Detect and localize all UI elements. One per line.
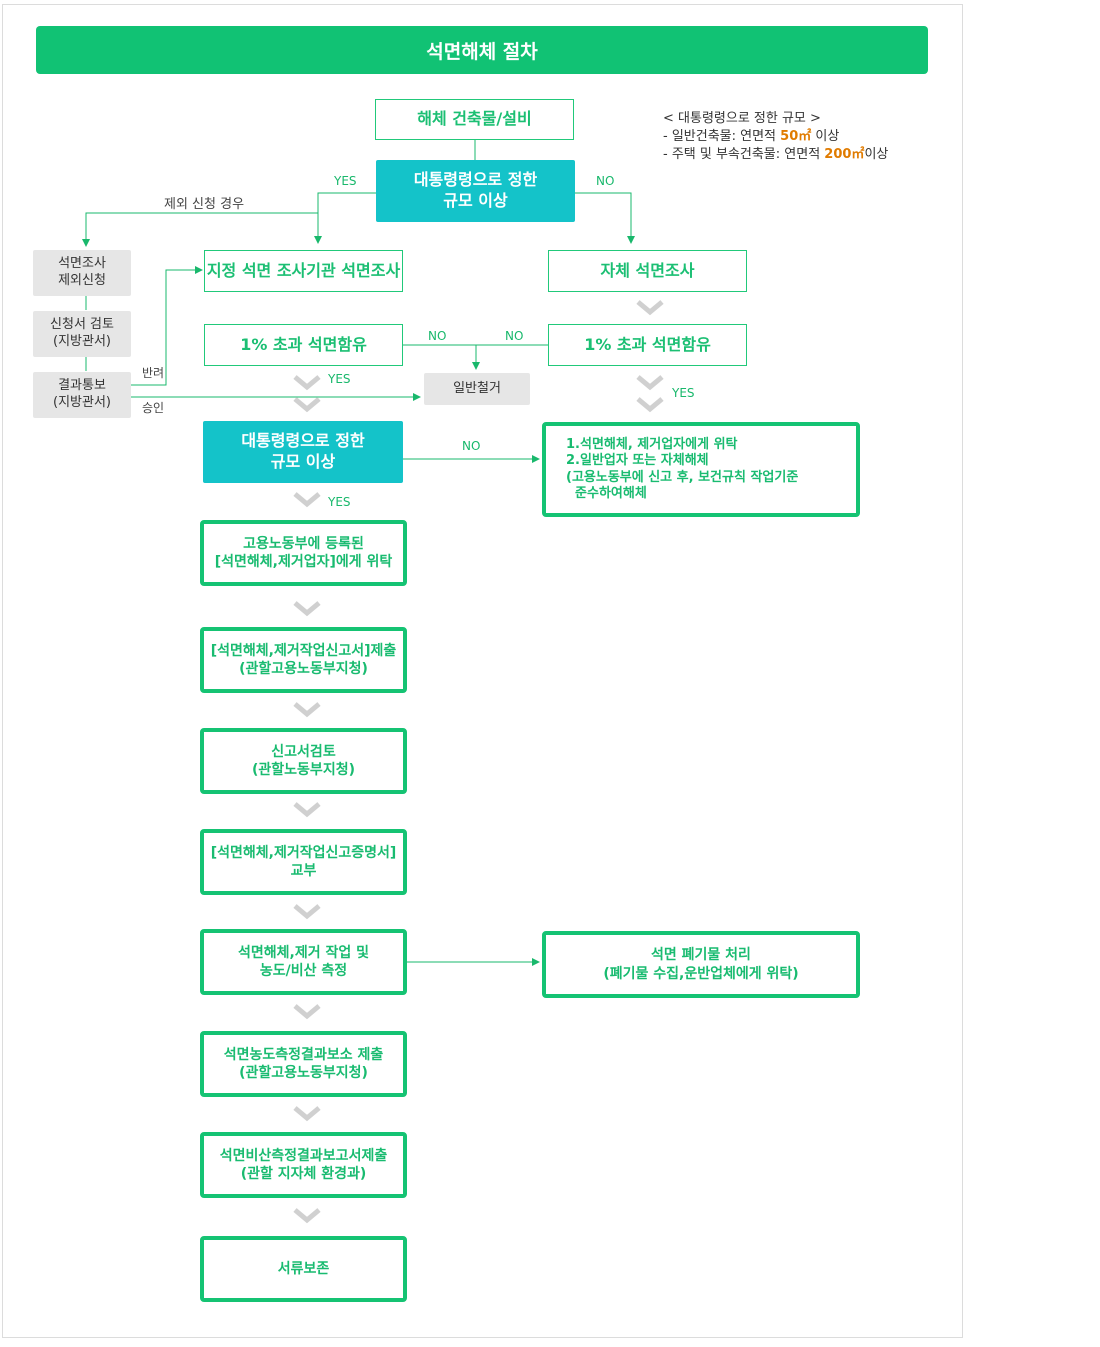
result-notice-line-2: (지방관서) [53,395,111,410]
instruction-line-2: 2.일반업자 또는 자체해체 [566,453,709,469]
note-line1-value: 50㎡ [780,129,812,144]
yes-label: YES [334,174,357,188]
step-register-contractor: 고용노동부에 등록된 [석면해체,제거업자]에게 위탁 [200,520,407,586]
returned-label: 반려 [142,366,165,380]
no-arrow-line [575,192,635,244]
general-demolition-label: 일반철거 [453,380,501,396]
step1-line-1: 고용노동부에 등록된 [243,535,364,552]
step7-line-2: (관할 지자체 환경과) [240,1166,367,1182]
exemption-case-label: 제외 신청 경우 [164,197,245,212]
instruction-line-4: 준수하여해체 [566,485,647,501]
step-removal-work: 석면해체,제거 작업 및 농도/비산 측정 [200,929,407,995]
step-scattering-report: 석면비산측정결과보고서제출 (관할 지자체 환경과) [200,1132,407,1198]
waste-line-2: (폐기물 수집,운반업체에게 위탁) [603,965,799,982]
self-survey-node: 자체 석면조사 [548,250,747,292]
step-issue-certificate: [석면해체,제거작업신고증명서] 교부 [200,829,407,895]
note-line-1: - 일반건축물: 연면적 50㎡ 이상 [663,128,888,146]
start-node: 해체 건축물/설비 [375,99,574,140]
small-scale-instructions: 1.석면해체, 제거업자에게 위탁 2.일반업자 또는 자체해체 (고용노동부에… [542,422,860,517]
note-line2-suffix: 이상 [864,147,889,162]
no-label: NO [462,439,481,453]
step2-line-1: [석면해체,제거작업신고서]제출 [210,642,397,659]
step-review-report: 신고서검토 (관할노동부지청) [200,728,407,794]
step-keep-records: 서류보존 [200,1236,407,1302]
asbestos-over1-right-label: 1% 초과 석면함유 [584,334,711,354]
no-label: NO [505,329,524,343]
diagram-frame [2,4,963,1338]
result-notice-node: 결과통보 (지방관서) [33,372,131,418]
decision-line-2: 규모 이상 [443,191,508,210]
application-review-node: 신청서 검토 (지방관서) [33,311,131,357]
no-label: NO [428,329,447,343]
yes-label: YES [672,386,695,400]
step6-line-2: (관할고용노동부지청) [239,1065,368,1081]
instruction-line-1: 1.석면해체, 제거업자에게 위탁 [566,437,738,452]
waste-line-1: 석면 폐기물 처리 [651,947,751,964]
returned-arrow-line [130,266,203,386]
decision2-line-1: 대통령령으로 정한 [241,431,365,451]
step5-line-2: 농도/비산 측정 [259,963,348,979]
designated-survey-label: 지정 석면 조사기관 석면조사 [206,260,401,280]
note-line-2: - 주택 및 부속건축물: 연면적 200㎡이상 [663,146,888,164]
note-line1-suffix: 이상 [811,129,840,144]
step2-line-2: (관할고용노동부지청) [239,661,368,677]
application-review-line-1: 신청서 검토 [50,317,114,333]
note-line2-value: 200㎡ [824,147,865,162]
decision-scale-top: 대통령령으로 정한 규모 이상 [376,160,575,222]
waste-disposal-node: 석면 폐기물 처리 (폐기물 수집,운반업체에게 위탁) [542,931,860,998]
step8-label: 서류보존 [277,1260,330,1277]
step-concentration-report: 석면농도측정결과보소 제출 (관할고용노동부지청) [200,1031,407,1097]
scale-criteria-note: < 대통령령으로 정한 규모 > - 일반건축물: 연면적 50㎡ 이상 - 주… [663,110,888,164]
application-review-line-2: (지방관서) [53,334,111,349]
asbestos-over1-left-label: 1% 초과 석면함유 [240,334,367,354]
step6-line-1: 석면농도측정결과보소 제출 [223,1046,384,1063]
result-notice-line-1: 결과통보 [58,378,106,394]
exemption-apply-node: 석면조사 제외신청 [33,250,131,296]
start-node-label: 해체 건축물/설비 [417,109,532,129]
designated-survey-node: 지정 석면 조사기관 석면조사 [204,250,403,292]
yes-label: YES [328,372,351,386]
step-submit-report: [석면해체,제거작업신고서]제출 (관할고용노동부지청) [200,627,407,693]
exemption-arrow-line [82,212,318,247]
no-label: NO [596,174,615,188]
decision2-line-2: 규모 이상 [270,452,336,471]
approved-label: 승인 [142,401,165,415]
self-survey-label: 자체 석면조사 [600,260,695,280]
step4-line-1: [석면해체,제거작업신고증명서] [210,844,397,861]
yes-arrow-line [314,192,376,244]
step1-line-2: [석면해체,제거업자]에게 위탁 [214,554,393,570]
asbestos-over1-left-node: 1% 초과 석면함유 [204,324,403,366]
decision-line-1: 대통령령으로 정한 [413,170,538,190]
asbestos-over1-right-node: 1% 초과 석면함유 [548,324,747,366]
step3-line-1: 신고서검토 [271,743,336,760]
page-title: 석면해체 절차 [36,26,928,74]
decision-scale-middle: 대통령령으로 정한 규모 이상 [203,421,403,483]
note-line2-prefix: - 주택 및 부속건축물: 연면적 [663,147,825,162]
note-line1-prefix: - 일반건축물: 연면적 [663,129,781,144]
step5-line-1: 석면해체,제거 작업 및 [238,944,369,961]
general-demolition-node: 일반철거 [424,373,530,405]
step4-line-2: 교부 [290,863,317,879]
yes-label: YES [328,495,351,509]
step7-line-1: 석면비산측정결과보고서제출 [219,1147,388,1164]
exemption-line-2: 제외신청 [58,273,106,288]
exemption-line-1: 석면조사 [58,256,106,272]
step3-line-2: (관할노동부지청) [252,762,355,778]
note-heading: < 대통령령으로 정한 규모 > [663,111,821,126]
instruction-line-3: (고용노동부에 신고 후, 보건규칙 작업기준 [566,469,799,485]
